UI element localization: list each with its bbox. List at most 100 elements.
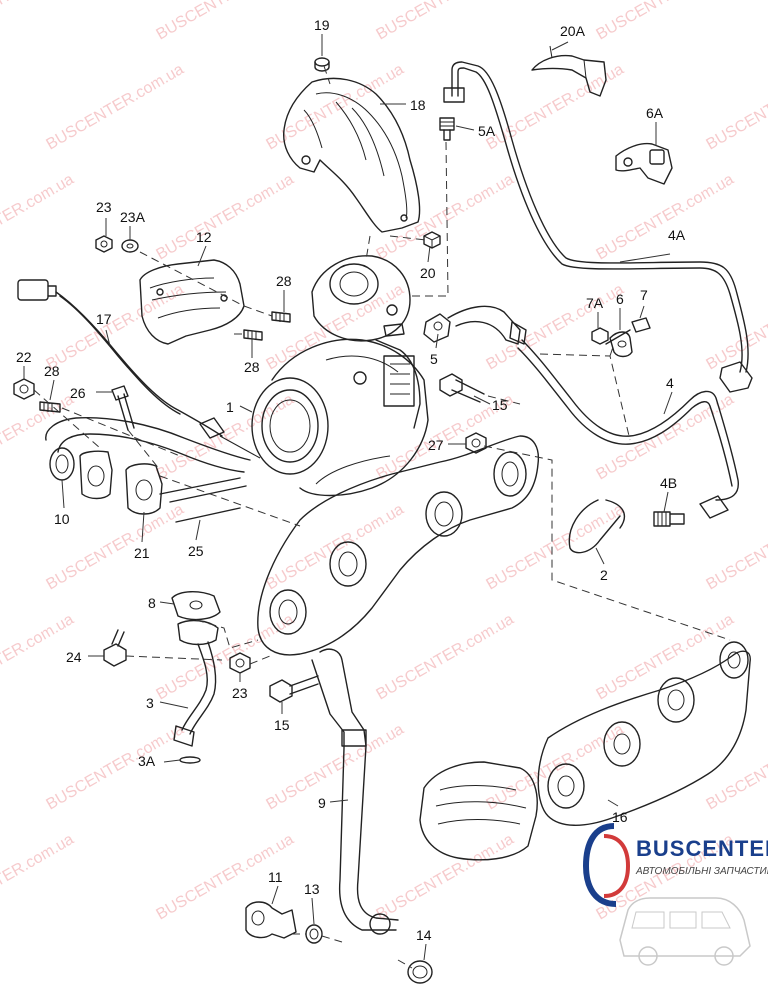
callout-4A: 4A [668,227,686,243]
assembly-guide-lines [33,65,731,969]
callout-19: 19 [314,17,330,33]
callout-27: 27 [428,437,444,453]
callout-3A: 3A [138,753,156,769]
part-4A-oil-feed-pipe [443,61,753,393]
callout-28-c: 28 [44,363,60,379]
callout-25: 25 [188,543,204,559]
part-10-pipe [45,416,251,481]
callout-22: 22 [16,349,32,365]
part-7A-seal [591,327,609,345]
part-23A-washer [121,239,139,253]
callout-6: 6 [616,291,624,307]
watermark-text: BUSCENTER.com.ua [704,721,768,814]
watermark-text: BUSCENTER.com.ua [44,281,187,374]
watermark-text: BUSCENTER.com.ua [0,831,77,924]
callout-15-b: 15 [274,717,290,733]
callout-16: 16 [612,809,628,825]
part-14-o-ring [407,960,433,984]
watermark-text: BUSCENTER.com.ua [704,61,768,154]
callout-23-top: 23 [96,199,112,215]
callout-4B: 4B [660,475,677,491]
part-15-bolt-lower [269,675,319,703]
watermark-text: BUSCENTER.com.ua [374,611,517,704]
part-2-clip [568,499,625,554]
part-17-temperature-sender [17,279,261,459]
part-23-nut-upper [95,235,113,253]
watermark-text: BUSCENTER.com.ua [154,171,297,264]
part-28-stud-b [243,329,263,341]
logo-van-icon [619,897,751,966]
watermark-text: BUSCENTER.com.ua [484,281,627,374]
callout-13: 13 [304,881,320,897]
part-15-bolt-upper [439,373,485,403]
callout-20: 20 [420,265,436,281]
watermark-text: BUSCENTER.com.ua [264,61,407,154]
exhaust-manifold [257,435,540,656]
watermark-text: BUSCENTER.com.ua [154,0,297,43]
callout-5: 5 [430,351,438,367]
part-1-turbocharger [251,255,429,497]
callout-12: 12 [196,229,212,245]
part-8-gasket [171,591,221,621]
part-24-bolt [103,629,127,667]
callout-11: 11 [268,869,283,885]
callout-3: 3 [146,695,154,711]
part-13-washer [305,924,323,944]
callout-28-b: 28 [244,359,260,375]
watermark-text: BUSCENTER.com.ua [154,611,297,704]
watermark-text: BUSCENTER.com.ua [44,721,187,814]
callout-7: 7 [640,287,648,303]
part-28-stud-a [271,311,291,323]
part-7-bolt [605,317,651,345]
part-3-oil-return-tube [173,619,219,747]
part-3A-o-ring [179,756,201,764]
part-5-banjo [423,305,527,345]
watermark-text: BUSCENTER.com.ua [0,0,77,43]
part-21-gasket [79,450,163,515]
watermark-text: BUSCENTER.com.ua [264,281,407,374]
part-4B-union [653,511,685,527]
callout-1: 1 [226,399,234,415]
part-6-union [609,331,633,358]
part-18-heat-shield [283,77,421,233]
callout-8: 8 [148,595,156,611]
callout-21: 21 [134,545,150,561]
callout-23-bottom: 23 [232,685,248,701]
part-26-bolt [111,385,135,431]
watermark-text: BUSCENTER.com.ua [264,721,407,814]
callout-2: 2 [600,567,608,583]
callout-23A: 23A [120,209,146,225]
watermark-text: BUSCENTER.com.ua [594,391,737,484]
watermark-text: BUSCENTER.com.ua [0,171,77,264]
callout-4: 4 [666,375,674,391]
callout-leaders [23,34,673,961]
watermark-text: BUSCENTER.com.ua [374,171,517,264]
logo-tagline: АВТОМОБІЛЬНІ ЗАПЧАСТИНИ [635,866,768,877]
watermark-text: BUSCENTER.com.ua [44,61,187,154]
callout-24: 24 [66,649,82,665]
callout-17: 17 [96,311,112,327]
callout-labels: 19 18 20 20A 5A 6A 4A 23 23A 12 28 28 17… [16,17,686,943]
callout-6A: 6A [646,105,664,121]
part-23-nut-lower [229,652,251,674]
callout-15-a: 15 [492,397,508,413]
part-9-support [311,648,399,935]
part-25-clip [159,477,247,523]
callout-20A: 20A [560,23,586,39]
part-20A-bracket [531,45,607,97]
callout-28-a: 28 [276,273,292,289]
part-22-nut [13,378,35,400]
watermark-text: BUSCENTER.com.ua [374,0,517,43]
part-19-plug [314,57,330,72]
watermark-text: BUSCENTER.com.ua [0,391,77,484]
watermark-text: BUSCENTER.com.ua [704,501,768,594]
callout-14: 14 [416,927,432,943]
part-5A-union [439,117,455,141]
part-27-nut [465,432,487,454]
callout-26: 26 [70,385,86,401]
logo-name: BUSCENTER [636,836,768,861]
part-11-fitting [245,901,297,939]
watermark-text: BUSCENTER.com.ua [374,831,517,924]
